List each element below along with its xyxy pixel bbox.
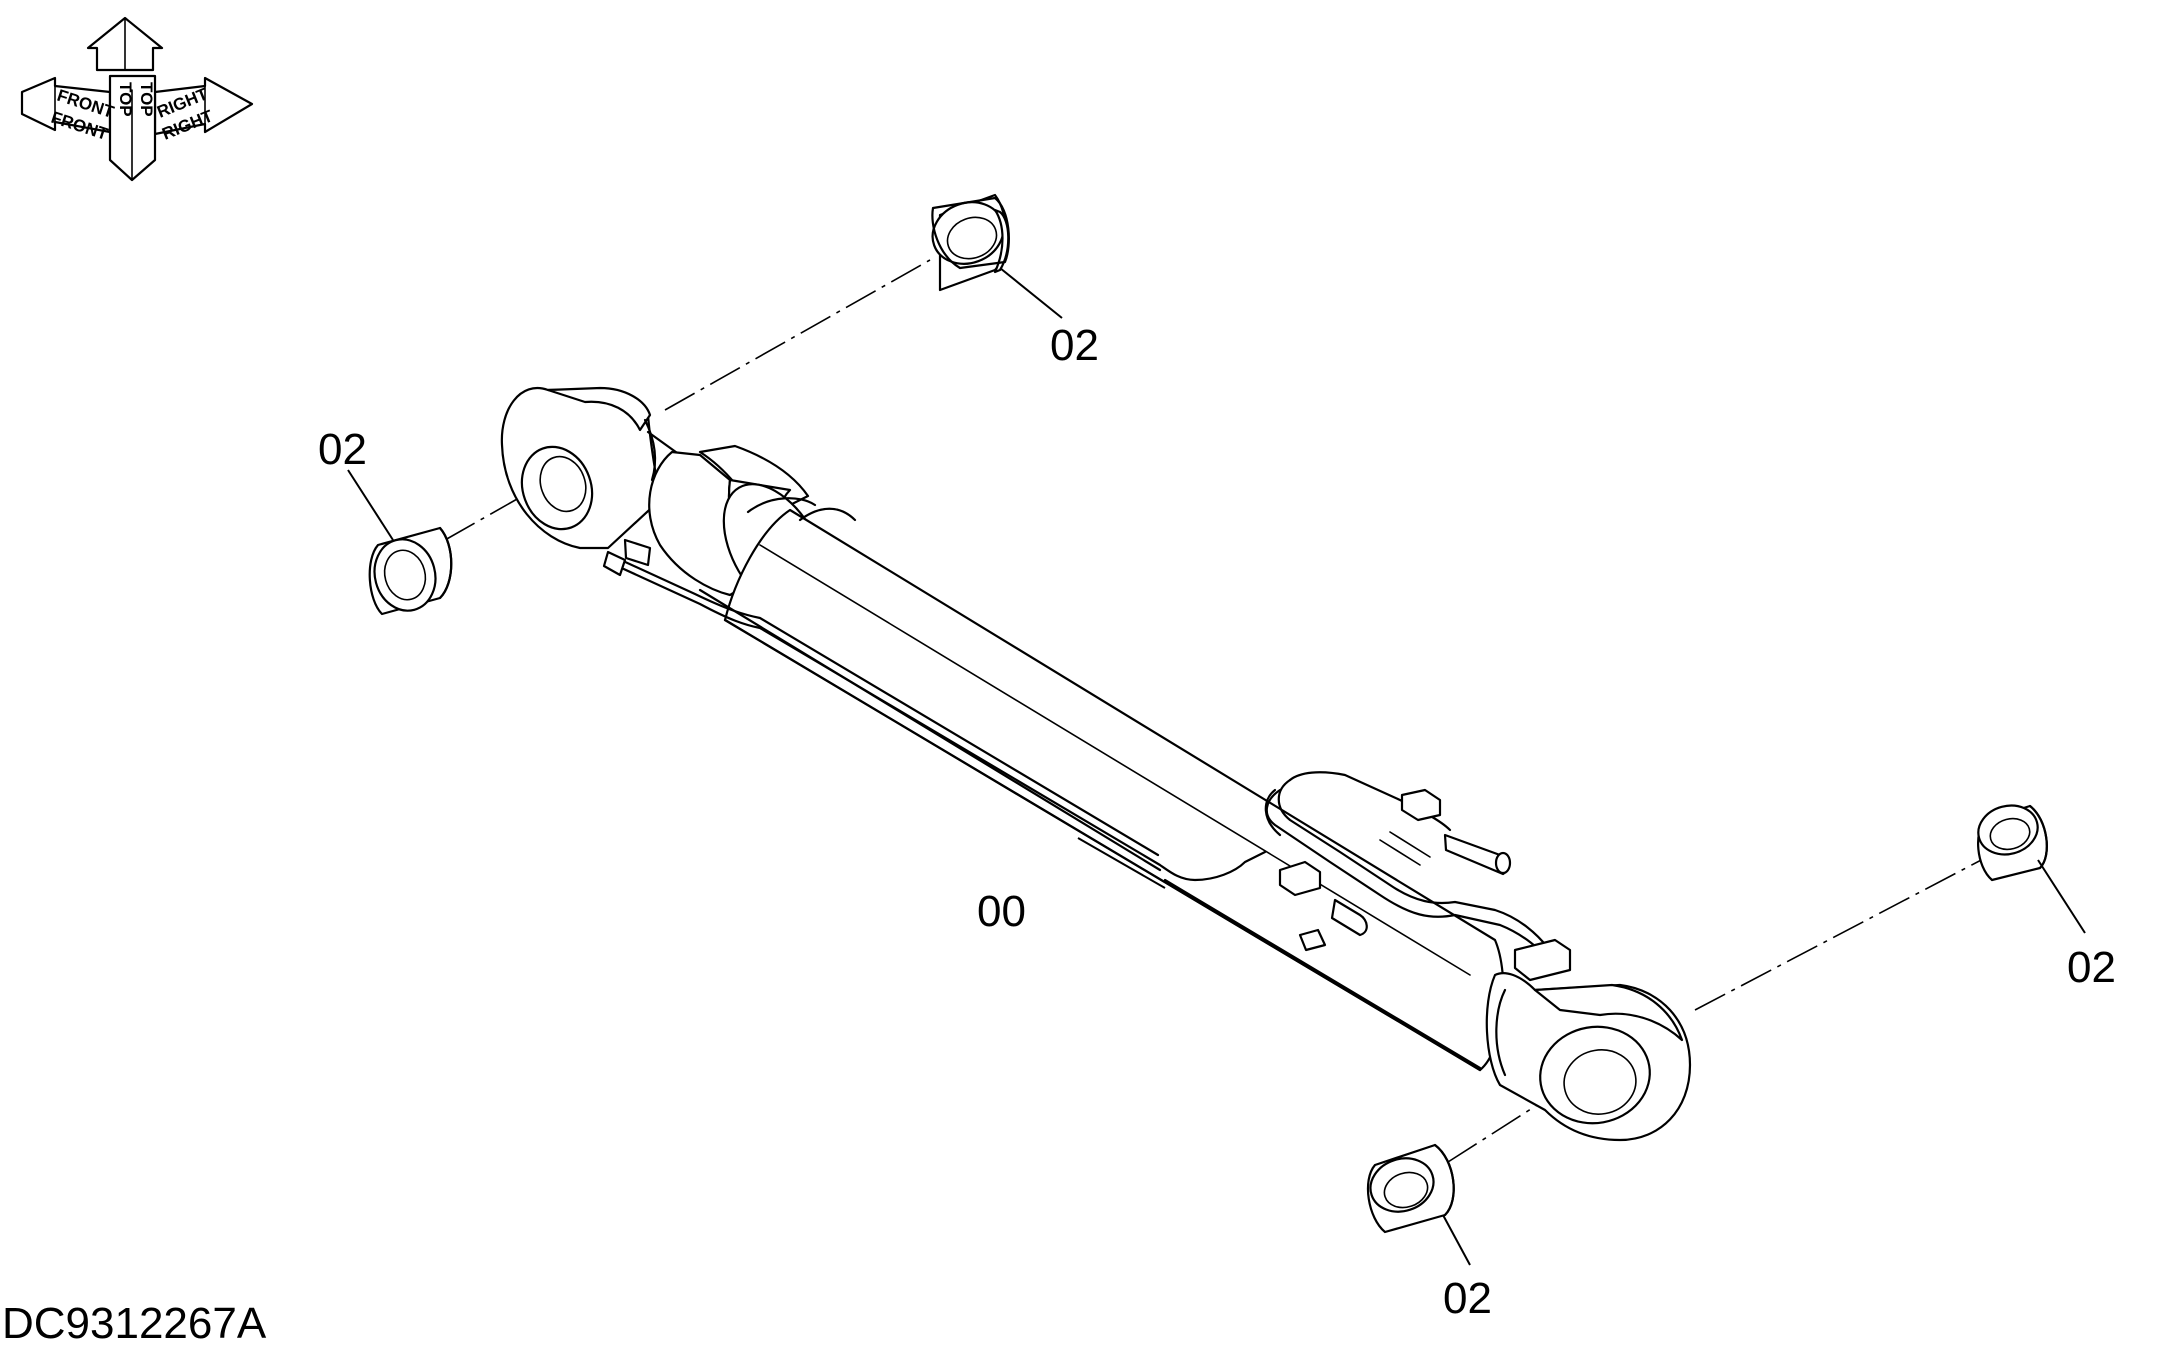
leader-lines — [347, 267, 2086, 1266]
callout-bushing-top: 02 — [1050, 321, 1099, 370]
orientation-top-label: TOP — [116, 82, 135, 117]
orientation-top-label-lower: TOP — [137, 82, 156, 117]
drawing-number: DC9312267A — [2, 1299, 267, 1345]
bushing-bottom — [1366, 1143, 1455, 1234]
bushing-left — [368, 526, 453, 616]
center-lines — [444, 259, 1986, 1163]
callout-bushing-left: 02 — [318, 425, 367, 474]
callout-cylinder-assembly: 00 — [977, 887, 1026, 936]
bushing-right — [1977, 804, 2048, 882]
callout-bushing-right: 02 — [2067, 943, 2116, 992]
cylinder-assembly — [500, 386, 1692, 1142]
orientation-indicator: FRONT FRONT TOP TOP RIGHT RIGHT — [20, 16, 254, 182]
bushing-top — [931, 193, 1010, 292]
callout-bushing-bottom: 02 — [1443, 1274, 1492, 1323]
